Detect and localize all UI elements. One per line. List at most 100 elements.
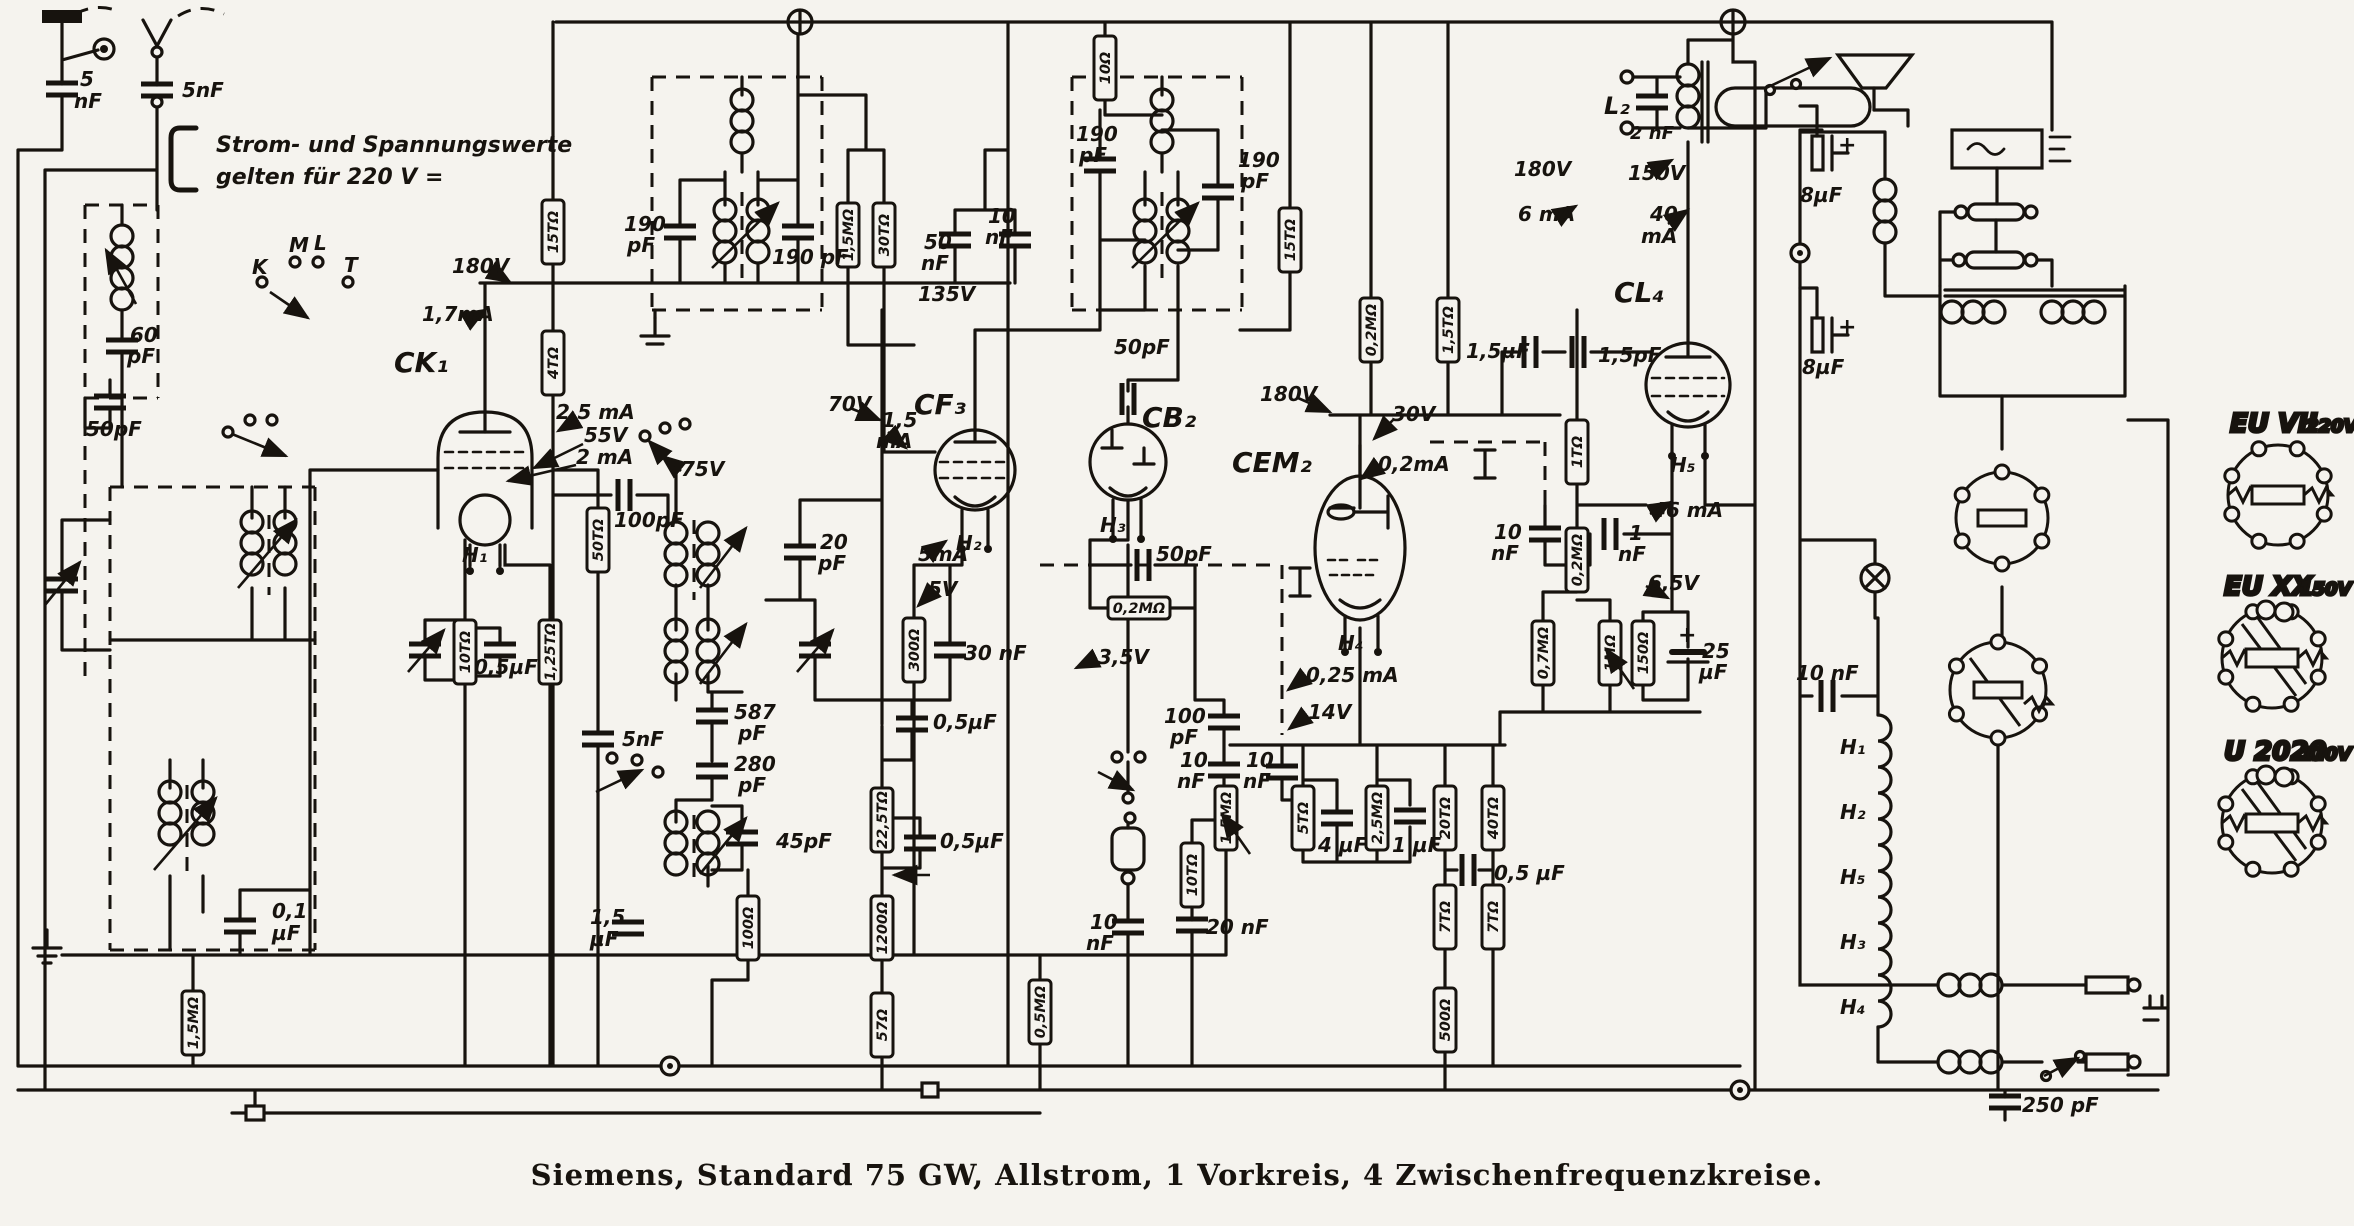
resistor: 10Ω	[1092, 34, 1118, 102]
value-label: H₄	[1338, 631, 1364, 655]
resistor: 0,7MΩ	[1530, 619, 1556, 687]
resistor: 500Ω	[1432, 986, 1458, 1054]
svg-text:220V: 220V	[2306, 416, 2354, 437]
svg-text:10TΩ: 10TΩ	[458, 631, 474, 673]
value-label: pF	[737, 773, 766, 797]
svg-text:20TΩ: 20TΩ	[1438, 797, 1454, 839]
svg-text:2,5MΩ: 2,5MΩ	[1370, 792, 1386, 844]
value-label: 190 pF	[772, 245, 849, 269]
svg-text:1,25TΩ: 1,25TΩ	[543, 623, 559, 681]
value-label: nF	[1618, 542, 1646, 566]
value-label: 2 mA	[576, 445, 633, 469]
svg-text:1,5MΩ: 1,5MΩ	[1219, 792, 1235, 844]
value-label: 6 mA	[1518, 202, 1575, 226]
svg-text:1TΩ: 1TΩ	[1570, 436, 1586, 468]
resistor: 20TΩ	[1432, 784, 1458, 852]
value-label: 1,5µF	[1466, 339, 1530, 363]
value-label: 190	[624, 212, 666, 236]
value-label: 4 µF	[1317, 833, 1368, 857]
value-label: H₅	[1670, 453, 1696, 477]
svg-text:0,2MΩ: 0,2MΩ	[1113, 601, 1165, 617]
svg-text:10Ω: 10Ω	[1098, 52, 1114, 85]
value-label: 20	[820, 530, 848, 554]
cathode-cap-25uf	[1666, 649, 1710, 664]
shield-dashed-boxes	[74, 6, 1547, 952]
value-label: pF	[1169, 725, 1198, 749]
value-label: 20 nF	[1206, 915, 1269, 939]
value-label: 10	[1180, 748, 1208, 772]
svg-text:57Ω: 57Ω	[875, 1009, 891, 1042]
resistor: 0,5MΩ	[1027, 978, 1053, 1046]
band-switch-contacts	[221, 255, 2087, 1083]
wires	[16, 20, 2170, 1122]
value-label: 0,5 µF	[1494, 861, 1565, 885]
value-label: 46 mA	[1651, 498, 1723, 522]
value-label: 180V	[452, 254, 511, 278]
svg-text:15TΩ: 15TΩ	[546, 211, 562, 253]
svg-text:100Ω: 100Ω	[741, 907, 757, 950]
antenna-symbol	[42, 10, 199, 193]
resistor: 15TΩ	[1277, 206, 1303, 274]
value-label: mA	[876, 429, 912, 453]
svg-text:110V: 110V	[2300, 744, 2354, 765]
resistor: 22,5TΩ	[869, 786, 895, 854]
value-label: 6,5V	[1648, 571, 1700, 595]
value-label: 50pF	[1156, 542, 1212, 566]
value-label: 45pF	[775, 829, 832, 853]
value-label: 25	[1702, 639, 1730, 663]
value-label: 10 nF	[1796, 661, 1859, 685]
value-label: 70V	[828, 392, 873, 416]
tube-cem2	[1313, 443, 1407, 656]
output-transformer-speaker	[1700, 53, 1916, 144]
resistor: 10TΩ	[452, 618, 478, 686]
resistor: 1MΩ	[1597, 619, 1636, 690]
value-label: 55V	[584, 423, 629, 447]
filter-caps-8uf	[1798, 104, 1850, 354]
svg-text:150V: 150V	[2300, 579, 2354, 600]
l2-input	[1619, 69, 1635, 136]
svg-text:1,5MΩ: 1,5MΩ	[186, 997, 202, 1049]
tube-ck1	[436, 410, 534, 575]
value-label: CF₃	[914, 388, 966, 421]
value-label: 40	[1649, 202, 1678, 226]
value-label: 50pF	[1114, 335, 1170, 359]
target-electrodes	[1288, 448, 1497, 598]
resistor: 0,2MΩ	[1564, 526, 1590, 594]
rectifier-socket	[1953, 463, 2051, 573]
svg-text:40TΩ: 40TΩ	[1486, 797, 1502, 840]
value-label: Strom- und Spannungswerte	[216, 133, 572, 158]
value-label: nF	[1491, 541, 1519, 565]
value-label: nF	[1177, 769, 1205, 793]
ground-symbols	[31, 316, 671, 965]
resistor: 15TΩ	[540, 198, 566, 266]
value-label: 0,5µF	[933, 710, 997, 734]
value-label: 1,7mA	[422, 302, 494, 326]
value-label: H₁	[462, 543, 488, 567]
value-label: CK₁	[394, 346, 449, 379]
value-label: 8µF	[1802, 355, 1845, 379]
annotation-arrows	[43, 56, 2081, 1079]
value-label: H₃	[1840, 930, 1866, 954]
value-label: T	[344, 253, 359, 277]
resistor: 7TΩ	[1432, 883, 1458, 951]
tube-cf3	[933, 428, 1017, 553]
value-label: 8µF	[1800, 183, 1843, 207]
value-label: 60	[130, 323, 158, 347]
svg-text:1,5MΩ: 1,5MΩ	[841, 209, 857, 261]
value-label: 190	[1076, 122, 1118, 146]
rectifier-socket	[1947, 633, 2056, 747]
svg-text:1200Ω: 1200Ω	[875, 902, 891, 955]
value-label: µF	[1698, 660, 1728, 684]
svg-text:0,7MΩ: 0,7MΩ	[1536, 627, 1552, 679]
value-label: 50	[924, 230, 952, 254]
value-label: gelten für 220 V =	[216, 165, 443, 190]
value-label: K	[252, 255, 269, 279]
svg-text:EU XX: EU XX	[2224, 572, 2314, 602]
pickup-jack	[1110, 750, 1147, 886]
value-label: mA	[1641, 224, 1677, 248]
value-label: 10	[1246, 748, 1274, 772]
